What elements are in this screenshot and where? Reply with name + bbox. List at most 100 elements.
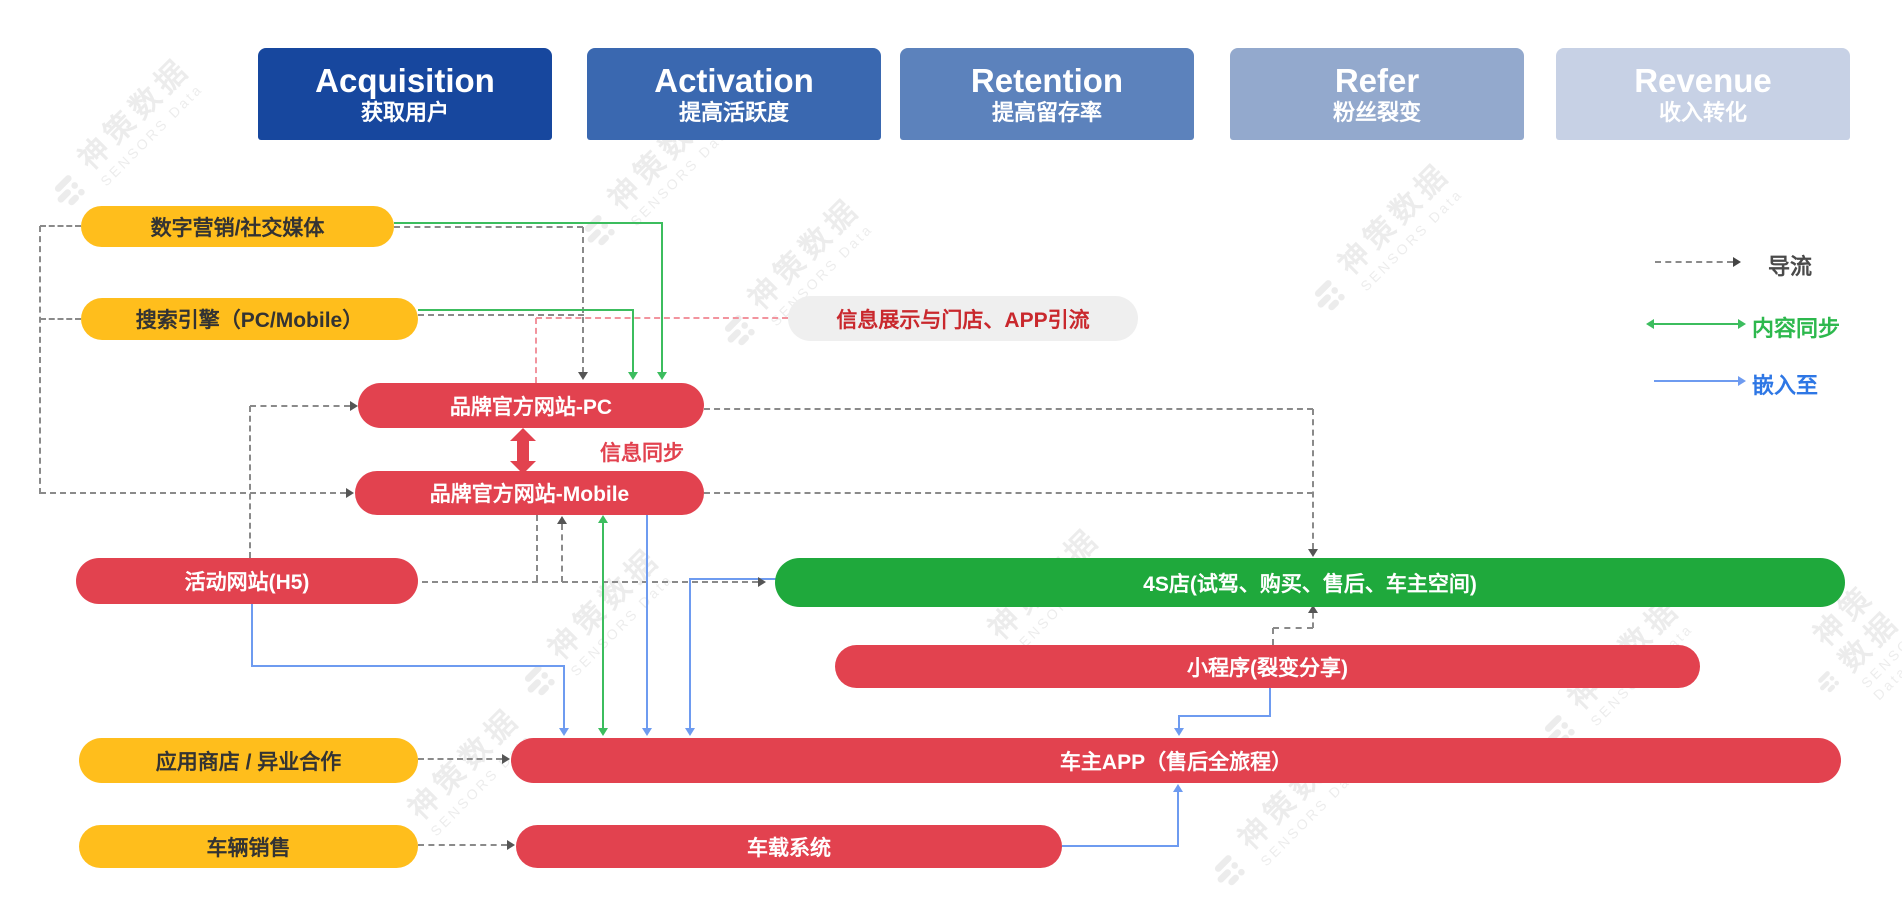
arrowhead xyxy=(598,515,608,523)
sensors-logo-icon xyxy=(725,315,755,346)
connector-pc-to-infodisplay xyxy=(535,318,537,383)
connector xyxy=(536,515,538,581)
arrowhead xyxy=(1308,549,1318,557)
stage-revenue: Revenue 收入转化 xyxy=(1556,48,1850,140)
stage-subtitle: 粉丝裂变 xyxy=(1332,100,1421,126)
connector-sync xyxy=(394,222,662,224)
node-owner-app: 车主APP（售后全旅程） xyxy=(511,738,1841,783)
connector-embed-mobile-app xyxy=(646,515,648,729)
stage-subtitle: 提高活跃度 xyxy=(678,100,789,126)
arrowhead xyxy=(557,516,567,524)
connector-embed-h5-app xyxy=(563,665,565,729)
connector-embed-4s-app xyxy=(689,578,691,729)
legend-dashed-line xyxy=(1655,261,1733,263)
connector-appstore-to-app xyxy=(418,758,502,760)
connector xyxy=(1312,409,1314,549)
connector xyxy=(418,314,584,316)
connector-left-trunk xyxy=(39,226,41,494)
connector-miniprogram-to-4s xyxy=(1272,628,1274,645)
stage-title: Revenue xyxy=(1634,62,1772,100)
arrowhead xyxy=(502,754,510,764)
arrowhead xyxy=(346,488,354,498)
connector-embed-mini-app xyxy=(1178,715,1271,717)
connector xyxy=(1273,627,1313,629)
node-app-store: 应用商店 / 异业合作 xyxy=(79,738,418,783)
node-website-pc: 品牌官方网站-PC xyxy=(358,383,704,428)
connector xyxy=(40,225,81,227)
legend-label-embed: 嵌入至 xyxy=(1752,373,1819,398)
stage-title: Activation xyxy=(654,62,814,100)
legend-label-content-sync: 内容同步 xyxy=(1752,316,1841,341)
connector-to-mobile-site xyxy=(40,492,346,494)
node-search-engine: 搜索引擎（PC/Mobile） xyxy=(81,298,418,340)
stage-activation: Activation 提高活跃度 xyxy=(587,48,881,140)
sensors-logo-icon xyxy=(525,665,555,696)
sync-arrow-down-icon xyxy=(510,461,536,474)
node-h5-site: 活动网站(H5) xyxy=(76,558,418,604)
arrowhead xyxy=(598,728,608,736)
stage-refer: Refer 粉丝裂变 xyxy=(1230,48,1524,140)
connector-embed-h5-app xyxy=(251,604,253,667)
arrowhead xyxy=(657,372,667,380)
arrowhead xyxy=(1173,784,1183,792)
arrowhead xyxy=(1738,319,1746,329)
connector-sync xyxy=(632,309,634,372)
sensors-logo-icon xyxy=(1315,280,1345,311)
connector-sync xyxy=(418,309,633,311)
connector xyxy=(1312,613,1314,628)
sync-arrow-shaft xyxy=(517,439,529,463)
stage-subtitle: 提高留存率 xyxy=(991,100,1102,126)
sensors-logo-icon xyxy=(1215,855,1245,886)
connector-embed-h5-app xyxy=(251,665,565,667)
node-4s-store: 4S店(试驾、购买、售后、车主空间) xyxy=(775,558,1845,607)
connector-embed-mini-app xyxy=(1178,715,1180,729)
stage-title: Refer xyxy=(1334,62,1420,100)
node-vehicle-sales: 车辆销售 xyxy=(79,825,418,868)
connector xyxy=(249,406,251,558)
stage-subtitle: 收入转化 xyxy=(1658,100,1747,126)
arrowhead xyxy=(1174,728,1184,736)
legend-blue-line xyxy=(1654,380,1738,382)
label-info-sync: 信息同步 xyxy=(600,442,684,465)
arrowhead xyxy=(1733,257,1741,267)
connector-h5-to-pc xyxy=(250,405,350,407)
arrowhead xyxy=(1646,319,1654,329)
connector-sync-mobile-app xyxy=(602,523,604,729)
sensors-logo-icon xyxy=(1817,670,1839,693)
connector-h5-to-4s xyxy=(422,581,758,583)
connector-embed-4s-app xyxy=(689,578,790,580)
connector-embed-car-app xyxy=(1177,791,1179,847)
connector xyxy=(561,524,563,582)
arrowhead xyxy=(1308,605,1318,613)
arrowhead xyxy=(758,577,766,587)
stage-acquisition: Acquisition 获取用户 xyxy=(258,48,552,140)
arrowhead xyxy=(578,372,588,380)
arrowhead xyxy=(628,372,638,380)
legend-green-line xyxy=(1654,323,1738,325)
node-digital-marketing: 数字营销/社交媒体 xyxy=(81,206,394,247)
connector xyxy=(40,318,81,320)
node-info-display: 信息展示与门店、APP引流 xyxy=(788,296,1138,341)
arrowhead xyxy=(507,840,515,850)
stage-title: Acquisition xyxy=(315,62,495,100)
sync-arrow-up-icon xyxy=(510,428,536,441)
connector xyxy=(394,226,583,228)
connector-sales-to-carsystem xyxy=(418,844,507,846)
stage-subtitle: 获取用户 xyxy=(360,100,449,126)
arrowhead xyxy=(642,728,652,736)
node-mini-program: 小程序(裂变分享) xyxy=(835,645,1700,688)
node-in-car-system: 车载系统 xyxy=(516,825,1062,868)
connector-sync xyxy=(661,222,663,372)
connector-embed-mini-app xyxy=(1269,688,1271,717)
connector-pc-to-4s xyxy=(704,408,1313,410)
arrowhead xyxy=(559,728,569,736)
arrowhead xyxy=(1738,376,1746,386)
arrowhead xyxy=(350,401,358,411)
stage-title: Retention xyxy=(970,62,1124,100)
legend-label-divert: 导流 xyxy=(1768,254,1813,279)
connector xyxy=(582,227,584,373)
